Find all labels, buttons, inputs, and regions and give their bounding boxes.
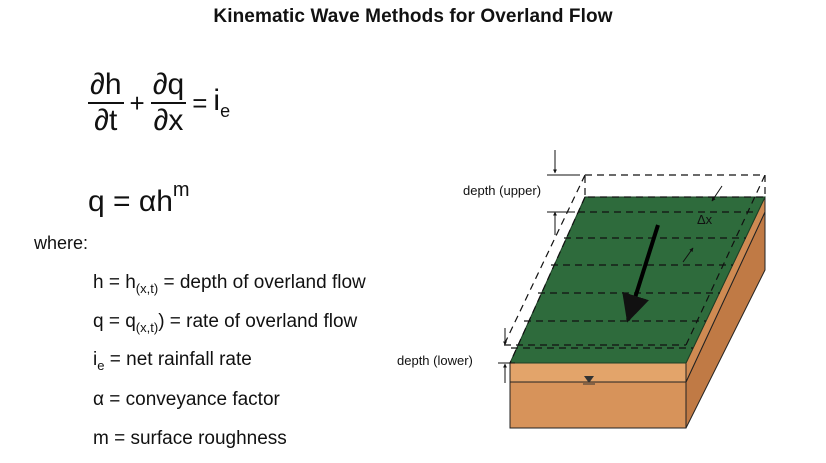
flow-equation-lhs: q =: [88, 185, 139, 218]
definition-alpha-rhs: = conveyance factor: [103, 389, 280, 410]
soil-top-strip: [509, 362, 687, 383]
lower-depth-right: [685, 174, 766, 346]
soil-front-face: [509, 381, 687, 429]
numerator-dq: ∂q: [150, 68, 187, 104]
dx-arrow-top: [711, 185, 723, 202]
definition-h: h = h(x,t) = depth of overland flow: [93, 272, 366, 296]
definition-alpha-lhs: α: [93, 389, 104, 410]
equals-sign: =: [192, 87, 208, 118]
exponent-m: m: [172, 179, 190, 201]
rainfall-term-sub: e: [220, 101, 231, 121]
alpha-symbol: α: [138, 185, 157, 218]
definition-q-lhs: q = q: [93, 311, 136, 332]
definition-h-lhs: h = h: [93, 272, 136, 293]
flow-direction-arrow: [622, 224, 660, 323]
fraction-dq-dx: ∂q ∂x: [150, 68, 187, 138]
definition-q-rhs: ) = rate of overland flow: [158, 311, 358, 332]
lower-depth-label: depth (lower): [397, 353, 473, 368]
rainfall-term: ie: [213, 84, 230, 122]
definition-h-rhs: = depth of overland flow: [158, 272, 366, 293]
water-table-marker: [584, 376, 594, 383]
continuity-equation: ∂h ∂t + ∂q ∂x = ie: [88, 68, 230, 138]
numerator-dh: ∂h: [88, 68, 124, 104]
definition-q-sub: (x,t): [135, 319, 159, 335]
definition-ie: ie = net rainfall rate: [93, 349, 252, 373]
left-edge: [509, 196, 586, 364]
flow-equation: q = αhm: [88, 179, 190, 219]
denominator-dt: ∂t: [94, 104, 118, 137]
upper-box-edge: [503, 174, 586, 346]
definition-alpha: α = conveyance factor: [93, 389, 280, 411]
plus-sign: +: [129, 87, 145, 118]
definition-m-rhs: = surface roughness: [108, 428, 287, 449]
upper-depth-label: depth (upper): [463, 183, 541, 198]
dx-arrow-bottom: [682, 247, 694, 263]
dx-label: Δx: [697, 212, 713, 227]
definition-h-sub: (x,t): [135, 280, 159, 296]
definition-ie-sub: e: [97, 357, 105, 373]
definition-m: m = surface roughness: [93, 428, 287, 450]
page-title: Kinematic Wave Methods for Overland Flow: [213, 6, 613, 27]
where-label: where:: [34, 233, 89, 253]
upper-depth-box: [584, 174, 766, 198]
denominator-dx: ∂x: [153, 104, 184, 137]
definition-ie-lhs: i: [93, 349, 98, 370]
definition-q: q = q(x,t)) = rate of overland flow: [93, 311, 357, 335]
fraction-dh-dt: ∂h ∂t: [88, 68, 124, 138]
definition-m-lhs: m: [93, 428, 109, 449]
depth-symbol: h: [156, 185, 173, 218]
overland-flow-diagram: depth (upper) depth (lower) Δx: [397, 150, 766, 429]
definition-ie-rhs: = net rainfall rate: [104, 349, 252, 370]
rainfall-term-base: i: [213, 84, 221, 117]
